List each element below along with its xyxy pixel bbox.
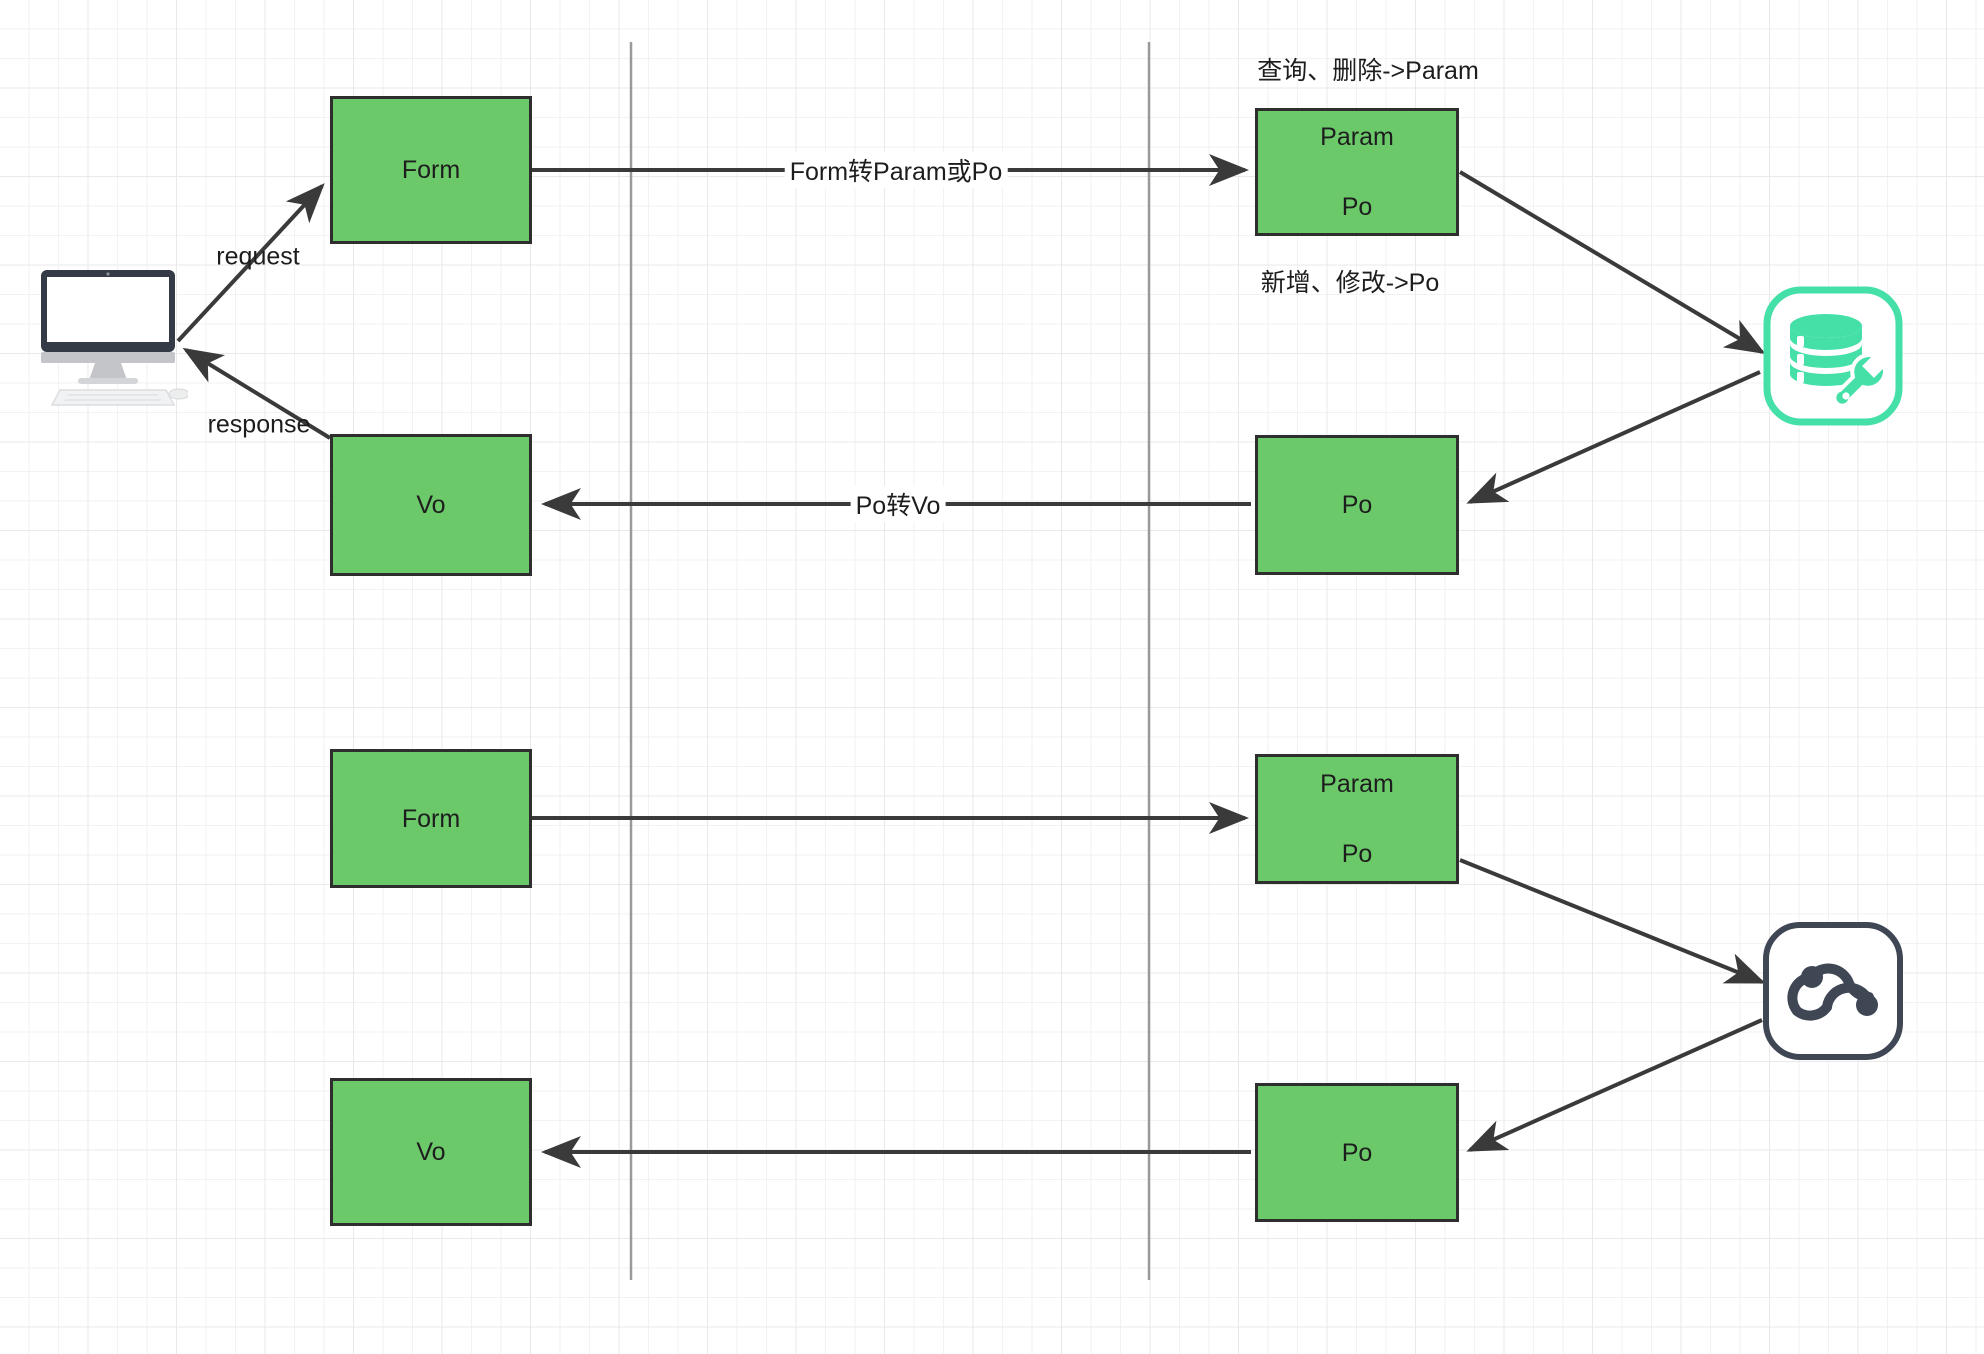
node-sublabel: Po [1341,840,1373,868]
edge-label-request: request [216,242,300,271]
edge-svc-to-po [1466,1018,1763,1152]
edge-param-to-svc [1459,858,1766,984]
edge-db-to-po [1466,370,1761,504]
node-label: Param [1320,123,1394,151]
node-vo-bottom[interactable]: Vo [330,1078,532,1226]
database-wrench-icon[interactable] [1763,286,1903,426]
node-form-top[interactable]: Form [330,96,532,244]
node-param-bottom[interactable]: Param Po [1255,754,1459,884]
edge-param-to-db [1458,170,1766,355]
node-sublabel: Po [1341,193,1373,221]
node-label: Form [401,156,461,184]
edge-label-po-to-vo: Po转Vo [850,486,946,522]
node-label: Param [1320,770,1394,798]
api-service-icon[interactable] [1761,920,1905,1062]
node-form-bottom[interactable]: Form [330,749,532,888]
edge-label-form-to-param: Form转Param或Po [784,152,1008,188]
node-label: Vo [416,491,446,519]
annotation-add-modify: 新增、修改->Po [1260,269,1440,297]
edge-label-response: response [207,410,311,439]
desktop-computer-icon [38,268,190,408]
node-label: Vo [416,1138,446,1166]
node-po-bottom[interactable]: Po [1255,1083,1459,1222]
node-label: Form [401,804,461,833]
node-po-top[interactable]: Po [1255,435,1459,575]
node-param-top[interactable]: Param Po [1255,108,1459,236]
node-label: Po [1341,491,1373,519]
node-vo-top[interactable]: Vo [330,434,532,576]
node-label: Po [1341,1138,1373,1167]
annotation-query-delete: 查询、删除->Param [1257,57,1479,85]
